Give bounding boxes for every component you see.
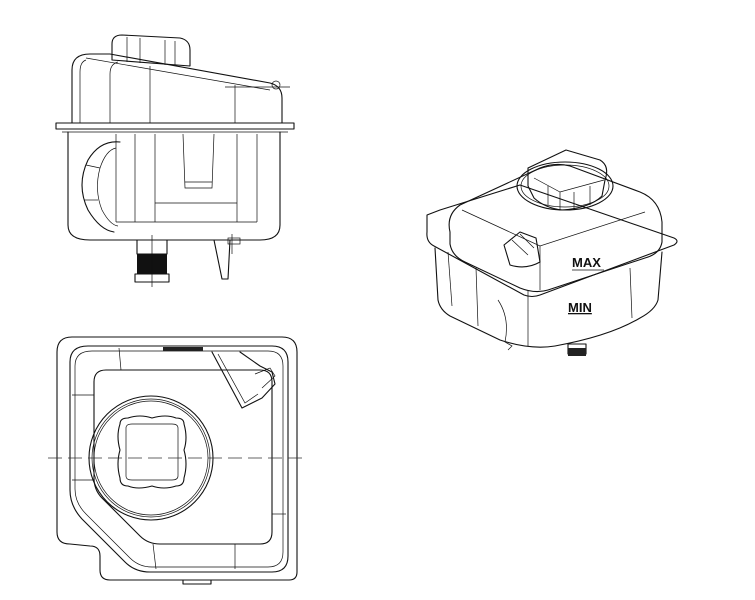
isometric-view: MAX MIN bbox=[426, 149, 678, 356]
max-label: MAX bbox=[572, 255, 601, 270]
side-view bbox=[55, 34, 295, 287]
min-label: MIN bbox=[568, 300, 592, 315]
top-view bbox=[48, 336, 305, 585]
